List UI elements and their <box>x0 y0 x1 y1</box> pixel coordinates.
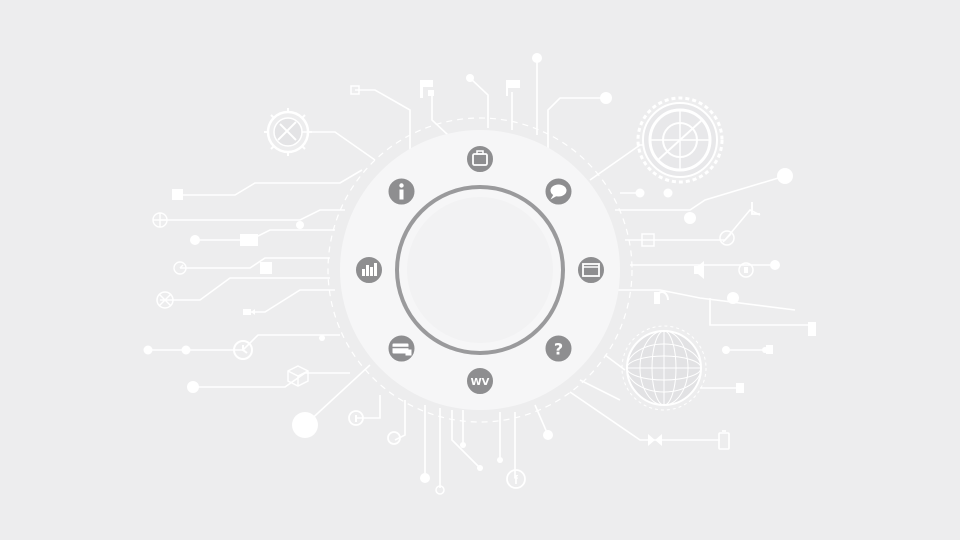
phone-icon <box>738 262 754 278</box>
clock-icon <box>233 340 253 360</box>
bracket-icon <box>808 322 816 336</box>
speaker-icon <box>694 261 704 279</box>
ring-arrow <box>444 192 451 197</box>
bar-chart-icon <box>354 255 384 285</box>
document-icon <box>641 233 655 247</box>
flag-icon <box>420 80 434 98</box>
folder-screen-icon <box>576 255 606 285</box>
chip-icon <box>172 189 183 200</box>
circuit-traces <box>148 58 815 488</box>
plug-icon <box>736 383 744 393</box>
ring-arrow <box>402 299 407 306</box>
camera-icon <box>243 309 255 315</box>
facebook-icon: f <box>506 469 526 489</box>
small-ring-icon <box>435 485 445 495</box>
ring-icons: ? WV <box>354 144 606 396</box>
ring-arrow <box>445 345 452 350</box>
ring-arrow <box>553 234 558 241</box>
chat-bubble-icon <box>543 176 574 207</box>
envelope-icon <box>240 234 258 246</box>
headphones-icon <box>654 291 669 304</box>
gear-icon <box>264 108 312 156</box>
wv-badge-icon-glyph: WV <box>471 377 490 388</box>
ring-arrow <box>508 190 515 195</box>
hook-icon <box>751 202 760 215</box>
pennant-icon <box>506 80 520 96</box>
briefcase-icon <box>465 144 495 174</box>
question-icon: ? <box>543 333 574 364</box>
radar-icon <box>636 96 724 184</box>
square-node-icon <box>350 85 360 95</box>
cross-ball-icon <box>156 291 174 309</box>
battery-icon <box>718 430 730 450</box>
clock-small-icon <box>173 261 187 275</box>
svg-text:f: f <box>514 473 519 487</box>
clock-face-icon <box>719 230 735 246</box>
info-icon <box>386 176 417 207</box>
ring-arrow <box>509 343 516 348</box>
cube-icon <box>287 365 309 387</box>
bowtie-icon <box>648 434 662 446</box>
ring-arrow <box>400 235 405 242</box>
ring-node-icon <box>387 431 401 445</box>
plug-small-icon <box>766 345 773 354</box>
info-small-icon <box>348 410 364 426</box>
ring-arrow <box>555 298 560 305</box>
credit-card-icon <box>386 333 417 364</box>
globe-icon <box>621 325 707 411</box>
basketball-icon <box>152 212 168 228</box>
ring-arrows <box>400 190 560 350</box>
square-icon <box>260 262 272 274</box>
wv-badge-icon: WV <box>465 366 495 396</box>
question-icon-glyph: ? <box>554 340 563 359</box>
